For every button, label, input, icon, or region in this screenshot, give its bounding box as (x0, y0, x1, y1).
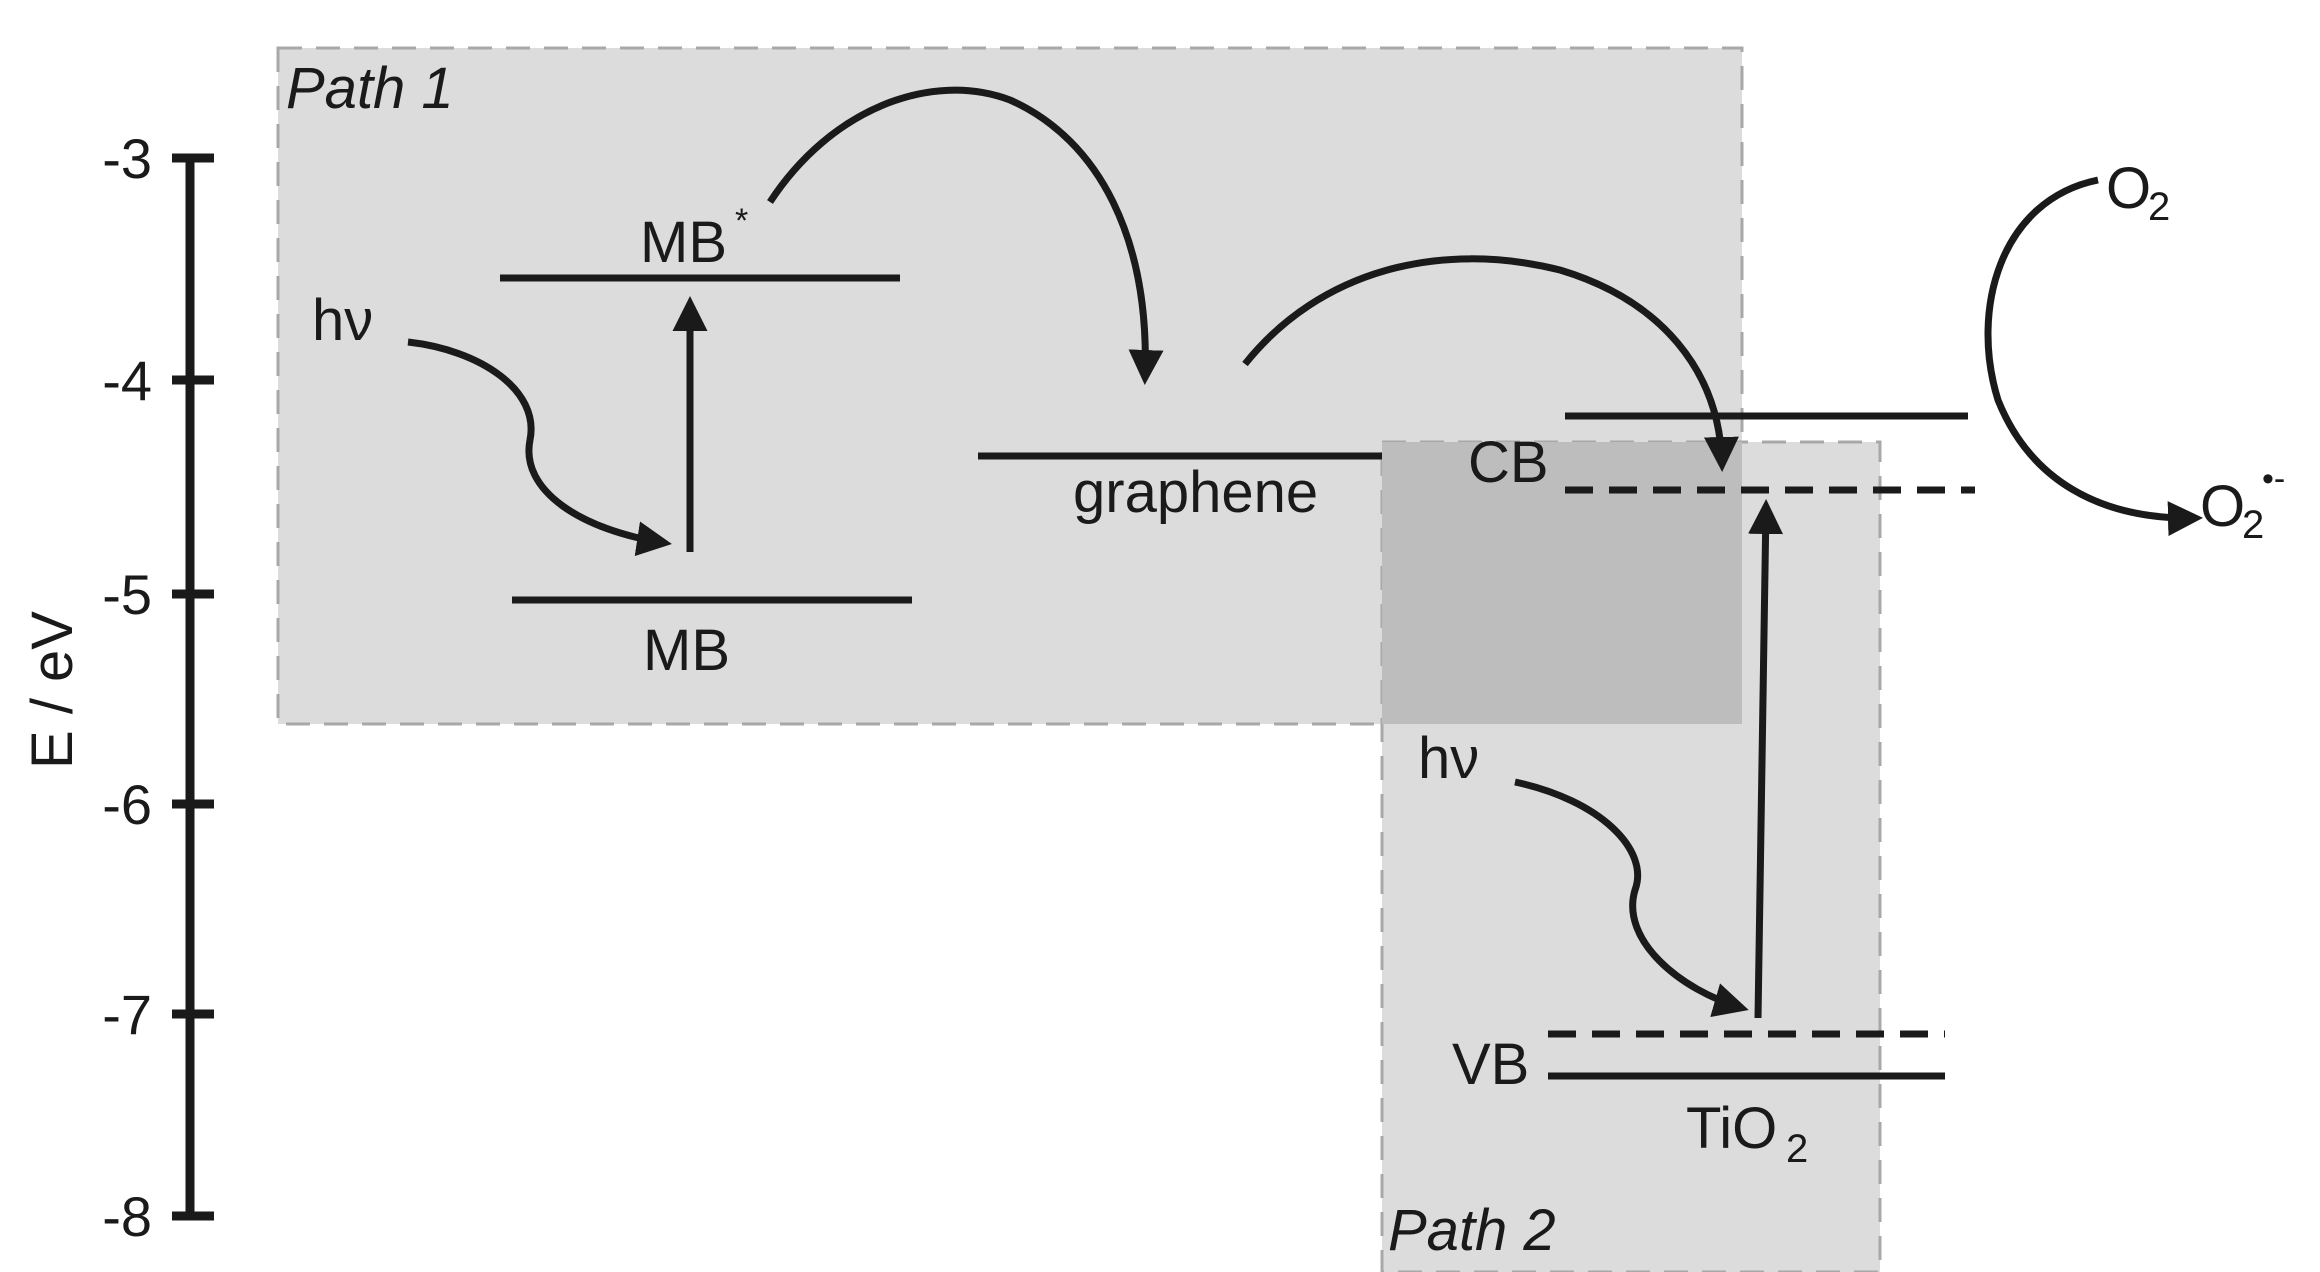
superoxide-superscript: •- (2262, 460, 2285, 498)
axis-title: E / eV (20, 611, 85, 769)
hv2-label: hν (1418, 726, 1479, 791)
tick-label: -6 (102, 773, 152, 836)
superoxide-label: O (2200, 474, 2245, 539)
path2-label: Path 2 (1388, 1198, 1556, 1263)
tio2-subscript: 2 (1786, 1127, 1808, 1171)
graphene-label: graphene (1073, 460, 1318, 525)
excitation-arrow-tio2 (1748, 499, 1784, 1019)
mb-label: MB (643, 618, 730, 683)
tick-label: -7 (102, 983, 152, 1046)
cb-label: CB (1468, 430, 1549, 495)
transfer-arrow-mb-to-graphene (767, 86, 1164, 385)
superoxide-subscript: 2 (2242, 503, 2264, 547)
reduction-arrow (1984, 176, 2203, 537)
photon2-arrow (1514, 778, 1749, 1017)
hv1-label: hν (312, 288, 373, 353)
overlap-region (1382, 442, 1742, 724)
path1-label: Path 1 (286, 56, 454, 121)
tick-label: -3 (102, 127, 152, 190)
mb-star-superscript: * (735, 202, 748, 240)
vb-label: VB (1452, 1032, 1529, 1097)
o2-subscript: 2 (2148, 185, 2170, 229)
tick-label: -5 (102, 563, 152, 626)
tick-label: -4 (102, 349, 152, 412)
o2-label: O (2106, 156, 2151, 221)
mb-star-label: MB (640, 210, 727, 275)
tio2-label: TiO (1686, 1096, 1777, 1161)
photon1-arrow (407, 338, 672, 557)
tick-label: -8 (102, 1185, 152, 1248)
transfer-arrow-graphene-to-cb (1242, 255, 1739, 472)
